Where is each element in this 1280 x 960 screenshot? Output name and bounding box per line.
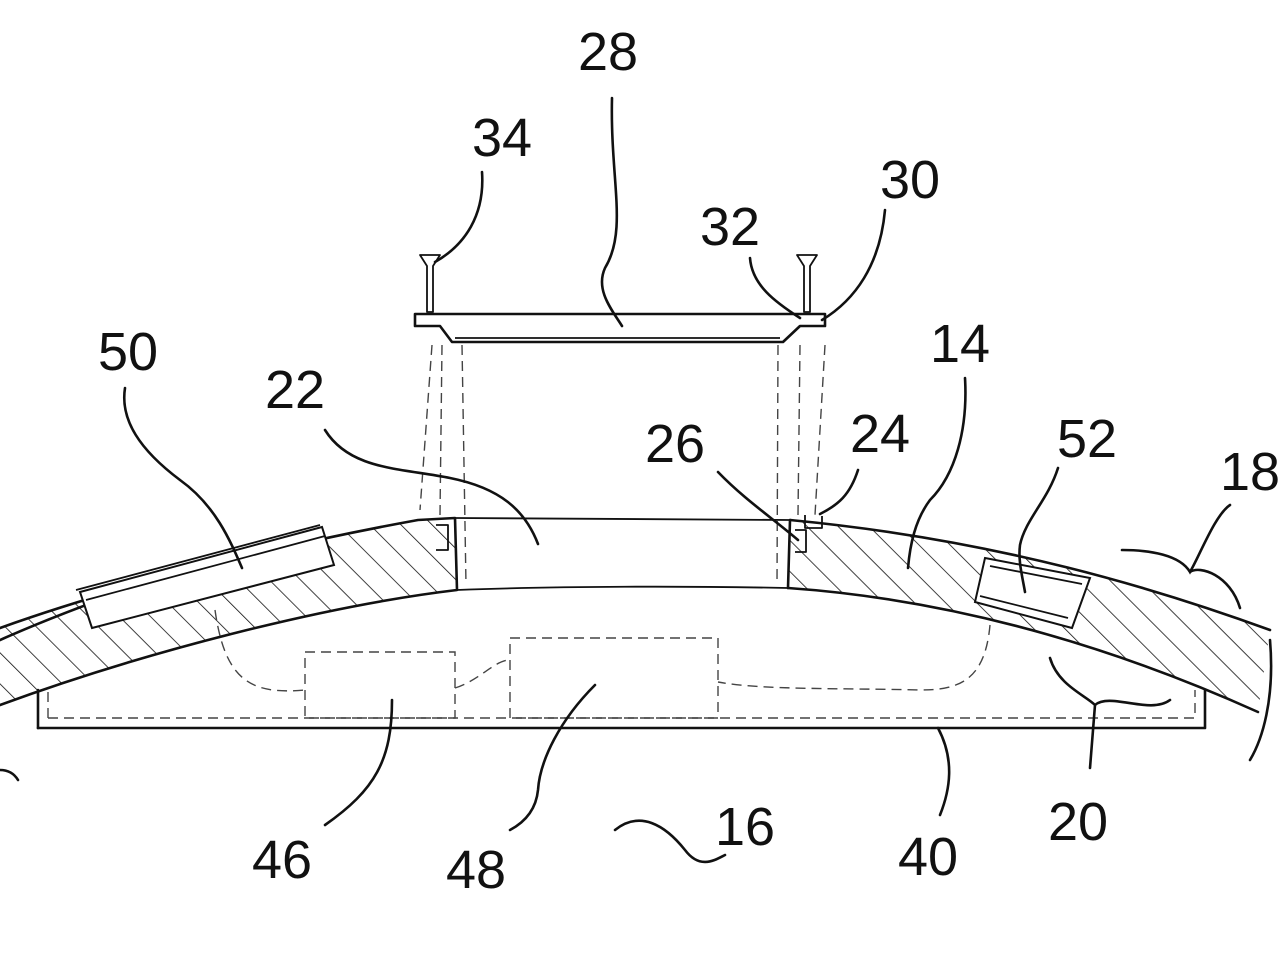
label-52: 52 [1057,409,1117,469]
projection-lines [419,344,826,586]
ledge-24 [804,515,823,529]
wall-right-outline [786,518,1272,714]
label-30: 30 [880,150,940,210]
screw-right-32 [796,254,818,313]
cover-plate-28 [413,312,827,344]
label-48: 48 [446,840,506,900]
left-recess-50 [75,524,336,630]
housing-40 [36,609,1207,730]
label-46: 46 [252,830,312,890]
component-48 [509,637,719,719]
label-20: 20 [1048,792,1108,852]
label-32: 32 [700,197,760,257]
outer-skin-right [1248,638,1273,762]
label-24: 24 [850,404,910,464]
label-26: 26 [645,414,705,474]
label-40: 40 [898,827,958,887]
label-14: 14 [930,314,990,374]
label-34: 34 [472,108,532,168]
opening-top-line [454,517,791,521]
label-16: 16 [715,797,775,857]
screw-seat-left [436,524,449,551]
label-50: 50 [98,322,158,382]
reference-numerals: 28 34 30 32 50 14 22 26 24 52 18 20 16 4… [98,22,1280,900]
component-46 [304,651,456,719]
label-22: 22 [265,360,325,420]
label-28: 28 [578,22,638,82]
opening-bottom-line [456,585,789,591]
leader-lines [0,96,1242,864]
label-18: 18 [1220,442,1280,502]
right-recess-52 [973,556,1092,630]
screw-seat-26 [795,529,807,553]
screw-left-34 [419,254,441,313]
